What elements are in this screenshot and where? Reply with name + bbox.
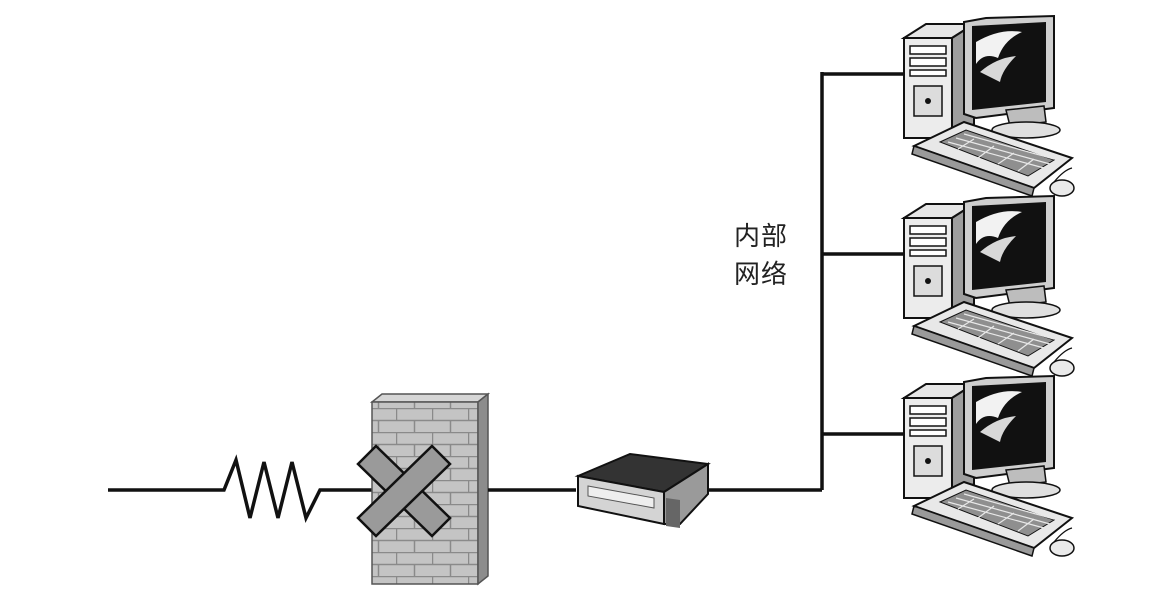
internal-network-label: 内部 网络 [734,218,788,294]
computer-icon-3 [903,375,1075,557]
router-icon [574,452,711,528]
firewall-icon [356,392,491,586]
internet-line [108,454,378,524]
blocked-x-icon [356,444,452,538]
internal-network-label-line2: 网络 [734,260,789,290]
internal-network-label-line1: 内部 [734,222,789,252]
computer-icon-2 [903,195,1075,377]
computer-icon-1 [903,15,1075,197]
